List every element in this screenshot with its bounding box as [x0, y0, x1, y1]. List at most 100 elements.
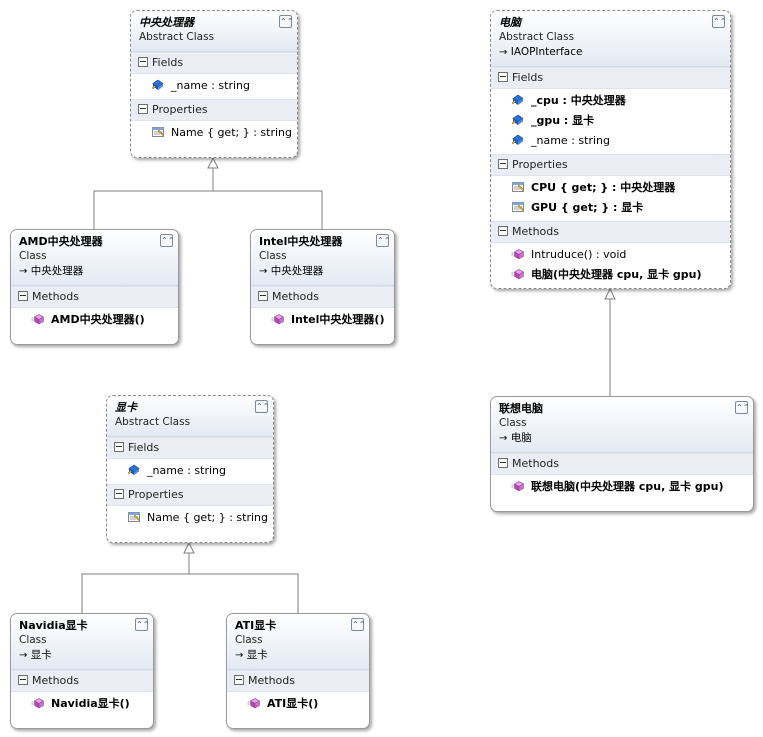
section-header-methods[interactable]: Methods	[251, 286, 394, 308]
field-icon	[151, 78, 165, 92]
collapse-square-icon[interactable]	[114, 442, 124, 452]
section-label: Methods	[512, 225, 559, 238]
section-header-properties[interactable]: Properties	[131, 99, 297, 121]
section-header-methods[interactable]: Methods	[11, 286, 178, 308]
collapse-square-icon[interactable]	[18, 675, 28, 685]
member-label: Navidia显卡()	[51, 697, 130, 710]
inheritance-arrowhead-gpu	[183, 541, 195, 554]
property-row[interactable]: Name { get; } : string	[107, 508, 273, 528]
collapse-toggle-icon[interactable]: ⌃⌃	[376, 234, 391, 247]
section-label: Fields	[152, 56, 184, 69]
implemented-interface: → IAOPInterface	[499, 45, 722, 60]
collapse-toggle-icon[interactable]: ⌃⌃	[160, 234, 175, 247]
member-label: Intruduce() : void	[531, 248, 627, 261]
class-box-cpu[interactable]: 中央处理器 Abstract Class ⌃⌃ Fields _name : s…	[130, 10, 298, 158]
field-row[interactable]: _name : string	[107, 461, 273, 481]
collapse-square-icon[interactable]	[498, 72, 508, 82]
class-header: ATI显卡 Class → 显卡 ⌃⌃	[227, 614, 369, 670]
field-row[interactable]: _name : string	[131, 76, 297, 96]
class-header: Navidia显卡 Class → 显卡 ⌃⌃	[11, 614, 153, 670]
method-row[interactable]: ATI显卡()	[227, 694, 369, 714]
section-label: Fields	[512, 71, 544, 84]
inherit-arrow-icon: →	[19, 650, 28, 661]
class-stereotype: Class	[259, 250, 287, 262]
collapse-square-icon[interactable]	[258, 291, 268, 301]
class-name: AMD中央处理器	[19, 235, 103, 248]
inherit-arrow-icon: →	[19, 266, 28, 277]
collapse-toggle-icon[interactable]: ⌃⌃	[712, 15, 727, 28]
methods-list: Intruduce() : void 电脑(中央处理器 cpu, 显卡 gpu)	[491, 243, 730, 288]
method-row[interactable]: 电脑(中央处理器 cpu, 显卡 gpu)	[491, 265, 730, 285]
method-row[interactable]: Navidia显卡()	[11, 694, 153, 714]
collapse-square-icon[interactable]	[138, 104, 148, 114]
class-header: Intel中央处理器 Class → 中央处理器 ⌃⌃	[251, 230, 394, 286]
field-row[interactable]: _name : string	[491, 131, 730, 151]
class-header: 中央处理器 Abstract Class ⌃⌃	[131, 11, 297, 52]
method-icon	[511, 267, 525, 281]
section-header-properties[interactable]: Properties	[491, 154, 730, 176]
section-header-fields[interactable]: Fields	[107, 437, 273, 459]
collapse-toggle-icon[interactable]: ⌃⌃	[735, 401, 750, 414]
class-name: Intel中央处理器	[259, 235, 343, 248]
class-header: 显卡 Abstract Class ⌃⌃	[107, 396, 273, 437]
section-header-fields[interactable]: Fields	[131, 52, 297, 74]
class-header: 联想电脑 Class → 电脑 ⌃⌃	[491, 397, 753, 453]
section-header-methods[interactable]: Methods	[11, 670, 153, 692]
class-name: 显卡	[115, 401, 137, 414]
class-name: Navidia显卡	[19, 619, 88, 632]
methods-list: Intel中央处理器()	[251, 308, 394, 333]
member-label: _cpu : 中央处理器	[531, 94, 626, 107]
collapse-square-icon[interactable]	[498, 458, 508, 468]
collapse-toggle-icon[interactable]: ⌃⌃	[279, 15, 294, 28]
collapse-square-icon[interactable]	[18, 291, 28, 301]
section-header-methods[interactable]: Methods	[491, 221, 730, 243]
class-box-lenovo[interactable]: 联想电脑 Class → 电脑 ⌃⌃ Methods 联想电脑(中央处理器 cp…	[490, 396, 754, 512]
section-label: Properties	[128, 488, 184, 501]
section-header-methods[interactable]: Methods	[227, 670, 369, 692]
property-row[interactable]: Name { get; } : string	[131, 123, 297, 143]
collapse-toggle-icon[interactable]: ⌃⌃	[255, 400, 270, 413]
class-box-computer[interactable]: 电脑 Abstract Class → IAOPInterface ⌃⌃ Fie…	[490, 10, 731, 289]
section-header-properties[interactable]: Properties	[107, 484, 273, 506]
method-row[interactable]: Intruduce() : void	[491, 245, 730, 265]
base-class-name: 中央处理器	[270, 265, 324, 277]
inheritance-line-nvidia	[81, 553, 190, 613]
property-icon	[511, 200, 525, 214]
property-row[interactable]: CPU { get; } : 中央处理器	[491, 178, 730, 198]
method-icon	[271, 312, 285, 326]
class-box-intel[interactable]: Intel中央处理器 Class → 中央处理器 ⌃⌃ Methods Inte…	[250, 229, 395, 345]
collapse-toggle-icon[interactable]: ⌃⌃	[351, 618, 366, 631]
class-stereotype: Abstract Class	[139, 31, 215, 43]
fields-list: _cpu : 中央处理器 _gpu : 显卡 _name : string	[491, 89, 730, 154]
class-box-gpu[interactable]: 显卡 Abstract Class ⌃⌃ Fields _name : stri…	[106, 395, 274, 543]
class-box-nvidia[interactable]: Navidia显卡 Class → 显卡 ⌃⌃ Methods Navidia显…	[10, 613, 154, 729]
collapse-square-icon[interactable]	[498, 226, 508, 236]
base-class: → 中央处理器	[19, 264, 170, 279]
section-label: Methods	[248, 674, 295, 687]
collapse-square-icon[interactable]	[138, 57, 148, 67]
method-row[interactable]: 联想电脑(中央处理器 cpu, 显卡 gpu)	[491, 477, 753, 497]
field-row[interactable]: _cpu : 中央处理器	[491, 91, 730, 111]
collapse-square-icon[interactable]	[114, 489, 124, 499]
class-box-amd[interactable]: AMD中央处理器 Class → 中央处理器 ⌃⌃ Methods AMD中央处…	[10, 229, 179, 345]
collapse-toggle-icon[interactable]: ⌃⌃	[135, 618, 150, 631]
member-label: 电脑(中央处理器 cpu, 显卡 gpu)	[531, 268, 702, 281]
class-stereotype: Class	[235, 634, 263, 646]
inherit-arrow-icon: →	[499, 433, 508, 444]
method-icon	[247, 696, 261, 710]
member-label: 联想电脑(中央处理器 cpu, 显卡 gpu)	[531, 480, 724, 493]
base-class-name: 显卡	[30, 649, 52, 661]
method-row[interactable]: Intel中央处理器()	[251, 310, 394, 330]
class-box-ati[interactable]: ATI显卡 Class → 显卡 ⌃⌃ Methods ATI显卡()	[226, 613, 370, 729]
collapse-square-icon[interactable]	[234, 675, 244, 685]
property-row[interactable]: GPU { get; } : 显卡	[491, 198, 730, 218]
method-icon	[31, 696, 45, 710]
collapse-square-icon[interactable]	[498, 159, 508, 169]
field-row[interactable]: _gpu : 显卡	[491, 111, 730, 131]
method-row[interactable]: AMD中央处理器()	[11, 310, 178, 330]
section-label: Properties	[152, 103, 208, 116]
section-header-methods[interactable]: Methods	[491, 453, 753, 475]
member-label: _name : string	[171, 79, 250, 92]
methods-list: Navidia显卡()	[11, 692, 153, 717]
section-header-fields[interactable]: Fields	[491, 67, 730, 89]
